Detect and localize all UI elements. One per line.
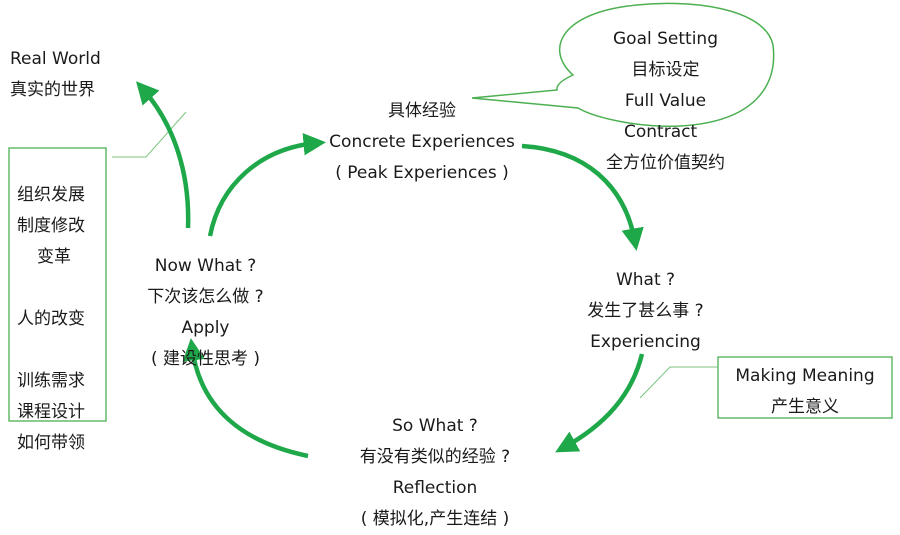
what-label: What ? 发生了甚么事 ? Experiencing xyxy=(563,265,728,358)
reflection-note: ( 模拟化,产生连结 ) xyxy=(360,509,510,529)
arrow-so-what-to-now-what xyxy=(182,338,309,459)
goal-bubble-shape xyxy=(471,2,775,128)
concrete-experiences-label: 具体经验 Concrete Experiences ( Peak Experie… xyxy=(317,96,527,189)
list-item: 组织发展 xyxy=(17,185,85,205)
real-world-zh: 真实的世界 xyxy=(10,80,95,100)
list-item: 变革 xyxy=(37,247,71,267)
bubble-line: Contract xyxy=(624,122,698,142)
what-en: What ? xyxy=(615,270,676,290)
list-item xyxy=(17,335,85,366)
so-what-zh: 有没有类似的经验 ? xyxy=(359,447,511,467)
bubble-line: Goal Setting xyxy=(613,29,718,49)
so-what-label: So What ? 有没有类似的经验 ? Reflection ( 模拟化,产生… xyxy=(335,411,535,535)
leader-line-making-meaning xyxy=(639,366,718,399)
apply-note: ( 建设性思考 ) xyxy=(150,349,261,369)
arrow-to-real-world xyxy=(136,81,191,229)
real-world-label: Real World 真实的世界 xyxy=(10,44,101,106)
list-item: 训练需求 xyxy=(17,371,85,391)
list-item xyxy=(17,273,85,304)
list-item: 制度修改 xyxy=(17,216,85,236)
list-item: 课程设计 xyxy=(17,402,85,422)
real-world-en: Real World xyxy=(10,49,101,69)
arrow-what-to-so-what xyxy=(555,353,645,453)
now-what-en: Now What ? xyxy=(154,256,257,276)
making-meaning-en: Making Meaning xyxy=(735,366,875,386)
arrow-concrete-to-what xyxy=(521,143,644,251)
so-what-en: So What ? xyxy=(392,416,478,436)
left-list: 组织发展 制度修改 变革 人的改变 训练需求 课程设计 如何带领 xyxy=(17,180,85,459)
now-what-label: Now What ? 下次该怎么做 ? Apply ( 建设性思考 ) xyxy=(128,251,283,375)
left-list-box xyxy=(8,147,107,422)
making-meaning-label: Making Meaning 产生意义 xyxy=(718,361,892,423)
bubble-line: Full Value xyxy=(624,91,707,111)
bubble-line: 全方位价值契约 xyxy=(606,153,725,173)
goal-bubble-text: Goal Setting 目标设定 Full Value Contract 全方… xyxy=(588,24,743,179)
bubble-line: 目标设定 xyxy=(631,60,700,80)
making-meaning-zh: 产生意义 xyxy=(771,397,839,417)
list-item: 人的改变 xyxy=(17,309,85,329)
apply: Apply xyxy=(181,318,230,338)
making-meaning-box xyxy=(717,356,893,419)
what-zh: 发生了甚么事 ? xyxy=(587,301,704,321)
concrete-peak: ( Peak Experiences ) xyxy=(335,163,509,183)
concrete-zh: 具体经验 xyxy=(388,101,456,121)
now-what-zh: 下次该怎么做 ? xyxy=(147,287,264,307)
concrete-en: Concrete Experiences xyxy=(329,132,515,152)
list-item: 如何带领 xyxy=(17,433,85,453)
reflection: Reflection xyxy=(392,478,478,498)
arrow-now-what-to-concrete xyxy=(207,132,326,237)
leader-line-real-world xyxy=(112,111,187,158)
experiencing: Experiencing xyxy=(590,332,701,352)
